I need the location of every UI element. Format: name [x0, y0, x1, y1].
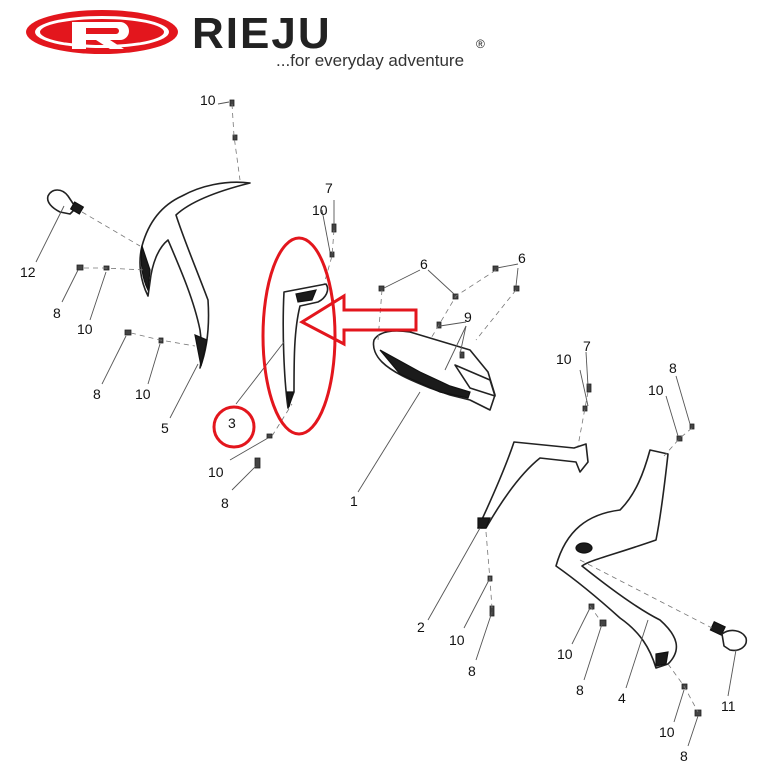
- registered-mark: ®: [476, 37, 485, 51]
- callout-10-e: 10: [648, 382, 664, 398]
- callout-8-g: 8: [680, 748, 688, 764]
- callout-8-e: 8: [468, 663, 476, 679]
- leader-lines: [35, 101, 737, 747]
- callout-8-d: 8: [669, 360, 677, 376]
- brand-emblem-icon: [26, 10, 178, 54]
- part-2-right-trim: [477, 441, 589, 529]
- callout-2: 2: [417, 619, 425, 635]
- highlight-arrow-icon: [298, 293, 418, 347]
- screw-icon: [254, 457, 261, 469]
- part-11-right-indicator: [709, 621, 748, 652]
- callout-10-a: 10: [77, 321, 93, 337]
- callout-8-b: 8: [93, 386, 101, 402]
- callout-4: 4: [618, 690, 626, 706]
- callout-10-g: 10: [557, 646, 573, 662]
- screw-icon: [582, 405, 588, 412]
- part-1-headlight-bracket: [372, 330, 496, 411]
- callout-7-mid: 7: [325, 180, 333, 196]
- callout-6-left: 6: [420, 256, 428, 272]
- callout-10-d: 10: [556, 351, 572, 367]
- brand-logo: RIEJU ® ...for everyday adventure: [26, 9, 485, 70]
- callout-10-mid: 10: [312, 202, 328, 218]
- callout-10-f: 10: [449, 632, 465, 648]
- screw-icon: [599, 619, 607, 627]
- callout-5: 5: [161, 420, 169, 436]
- highlight-annotations: [212, 236, 418, 449]
- callout-8-a: 8: [53, 305, 61, 321]
- callout-10-top: 10: [200, 92, 216, 108]
- screw-icon: [689, 423, 695, 430]
- brand-wordmark: RIEJU: [192, 9, 332, 58]
- screw-icon: [492, 265, 499, 272]
- callout-8-f: 8: [576, 682, 584, 698]
- callout-9: 9: [464, 309, 472, 325]
- callout-1: 1: [350, 493, 358, 509]
- highlight-ellipse-part-3: [261, 236, 337, 436]
- part-3-trim: [282, 283, 329, 409]
- screw-icon: [513, 285, 520, 292]
- screw-icon: [76, 264, 84, 271]
- callout-10-c: 10: [208, 464, 224, 480]
- part-4-right-cowl: [555, 449, 678, 669]
- callout-6-right: 6: [518, 250, 526, 266]
- highlight-circle-callout-3: [212, 405, 256, 449]
- assembly-lines: [81, 103, 713, 713]
- callout-10-b: 10: [135, 386, 151, 402]
- callout-10-h: 10: [659, 724, 675, 740]
- screw-icon: [676, 435, 683, 442]
- callout-11: 11: [721, 698, 736, 714]
- callout-12: 12: [20, 264, 36, 280]
- callout-7-right: 7: [583, 338, 591, 354]
- screw-icon: [694, 709, 702, 717]
- screw-icon: [378, 285, 385, 292]
- brand-tagline: ...for everyday adventure: [276, 51, 464, 70]
- part-5-left-cowl: [139, 181, 251, 369]
- fasteners: [76, 99, 702, 717]
- screw-icon: [124, 329, 132, 336]
- screw-icon: [586, 383, 592, 393]
- screw-icon: [588, 603, 595, 610]
- screw-icon: [266, 433, 273, 439]
- screw-icon: [232, 134, 238, 141]
- callout-3: 3: [228, 415, 236, 431]
- part-12-left-indicator: [46, 189, 85, 215]
- screw-icon: [459, 351, 465, 359]
- callout-labels: 10 7 10 6 6 9 12 8 10 8 10 5 3 10 8 1 10…: [20, 92, 736, 764]
- callout-8-c: 8: [221, 495, 229, 511]
